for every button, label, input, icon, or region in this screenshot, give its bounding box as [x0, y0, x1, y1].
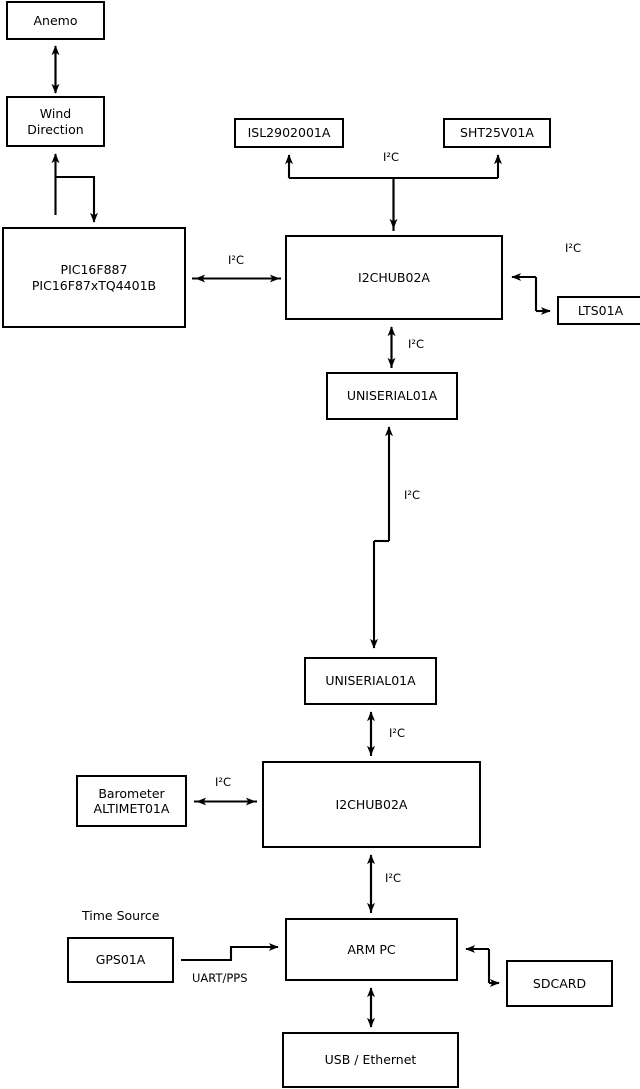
node-arm-pc-label: ARM PC — [347, 941, 396, 957]
connector-i2chub-top-lts01a — [511, 273, 551, 315]
node-i2chub02a-top[interactable]: I2CHUB02A — [285, 235, 503, 320]
node-barometer-altimet01a-label: Barometer ALTIMET01A — [93, 785, 170, 816]
node-wind-direction[interactable]: Wind Direction — [6, 96, 105, 147]
node-gps01a-label: GPS01A — [95, 952, 146, 968]
connector-i2chub-top-sensors — [285, 154, 502, 231]
node-usb-ethernet[interactable]: USB / Ethernet — [282, 1032, 459, 1088]
node-sht25v01a[interactable]: SHT25V01A — [443, 118, 551, 148]
node-anemo[interactable]: Anemo — [6, 1, 105, 40]
node-sht25v01a-label: SHT25V01A — [460, 125, 534, 141]
connector-pic-wind-direction — [51, 153, 98, 223]
node-lts01a[interactable]: LTS01A — [557, 296, 640, 325]
edge-label-uart-pps: UART/PPS — [192, 971, 248, 985]
node-barometer-altimet01a[interactable]: Barometer ALTIMET01A — [76, 775, 187, 827]
connector-arm-pc-sdcard — [465, 945, 500, 987]
node-isl2902001a-label: ISL2902001A — [247, 125, 331, 141]
node-uniserial01a-lower-label: UNISERIAL01A — [325, 673, 416, 689]
label-time-source: Time Source — [82, 908, 160, 923]
connector-uniserial-top-uniserial-bottom — [370, 426, 393, 649]
edge-label-i2c-pic-hub: I²C — [228, 253, 245, 267]
edge-label-i2c-uniserial-hub-bottom: I²C — [389, 726, 406, 740]
node-usb-ethernet-label: USB / Ethernet — [324, 1052, 417, 1068]
node-wind-direction-label: Wind Direction — [27, 106, 84, 137]
node-pic16f887[interactable]: PIC16F887 PIC16F87xTQ4401B — [2, 227, 186, 328]
node-anemo-label: Anemo — [33, 12, 78, 28]
node-sdcard[interactable]: SDCARD — [506, 960, 613, 1007]
node-arm-pc[interactable]: ARM PC — [285, 918, 458, 981]
node-i2chub02a-top-label: I2CHUB02A — [358, 269, 430, 285]
node-uniserial01a-upper-label: UNISERIAL01A — [346, 388, 438, 404]
node-sdcard-label: SDCARD — [532, 975, 587, 991]
edge-label-i2c-hub-lts01a: I²C — [565, 241, 582, 255]
node-lts01a-label: LTS01A — [577, 302, 624, 318]
edge-label-i2c-barometer-hub: I²C — [215, 775, 232, 789]
node-isl2902001a[interactable]: ISL2902001A — [234, 118, 344, 148]
edge-label-i2c-uniserial-link: I²C — [404, 488, 421, 502]
node-pic16f887-label: PIC16F887 PIC16F87xTQ4401B — [31, 262, 157, 293]
node-gps01a[interactable]: GPS01A — [67, 937, 174, 983]
edge-label-i2c-hub-arm-pc: I²C — [385, 871, 402, 885]
node-i2chub02a-bottom[interactable]: I2CHUB02A — [262, 761, 481, 848]
node-i2chub02a-bottom-label: I2CHUB02A — [335, 796, 408, 812]
node-uniserial01a-lower[interactable]: UNISERIAL01A — [304, 657, 437, 705]
edge-label-i2c-hub-uniserial: I²C — [408, 337, 425, 351]
connector-gps01a-arm-pc — [181, 943, 279, 962]
edge-label-i2c-hub-sensors: I²C — [383, 150, 400, 164]
node-uniserial01a-upper[interactable]: UNISERIAL01A — [326, 372, 458, 420]
